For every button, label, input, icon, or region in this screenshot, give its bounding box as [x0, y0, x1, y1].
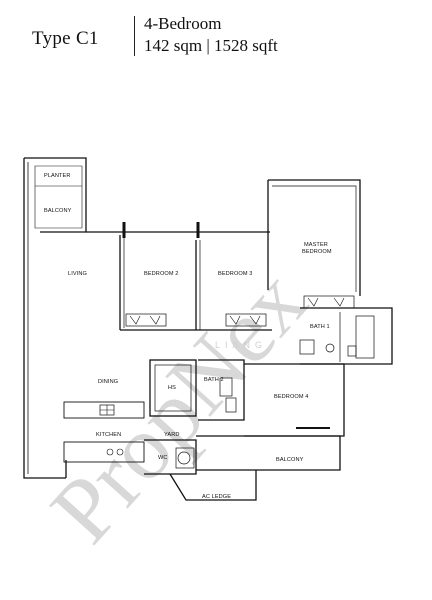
label-yard: YARD [164, 432, 180, 438]
label-planter: PLANTER [44, 173, 71, 179]
label-bath-2: BATH 2 [204, 377, 224, 383]
room-labels: PLANTER BALCONY LIVING BEDROOM 2 BEDROOM… [44, 173, 332, 500]
watermark: PropNex LIANG [31, 250, 326, 561]
label-balcony-top: BALCONY [44, 208, 72, 214]
bedroom-count: 4-Bedroom [144, 14, 222, 33]
label-hs: HS [168, 385, 176, 391]
watermark-main: PropNex [31, 250, 326, 561]
plan-header: Type C1 4-Bedroom 142 sqm | 1528 sqft [30, 12, 410, 62]
unit-type-label: Type C1 [32, 28, 99, 49]
label-bedroom-2: BEDROOM 2 [144, 271, 178, 277]
label-bedroom-4: BEDROOM 4 [274, 394, 308, 400]
label-balcony-bottom: BALCONY [276, 457, 304, 463]
label-bedroom-3: BEDROOM 3 [218, 271, 252, 277]
label-master: MASTER [304, 242, 328, 248]
label-dining: DINING [98, 379, 118, 385]
label-wc: WC [158, 455, 168, 461]
label-living: LIVING [68, 271, 87, 277]
walls [23, 157, 393, 501]
watermark-sub: LIANG [215, 340, 267, 350]
label-kitchen: KITCHEN [96, 432, 121, 438]
label-ac-ledge: AC LEDGE [202, 494, 231, 500]
label-master-bedroom: BEDROOM [302, 249, 332, 255]
label-bath-1: BATH 1 [310, 324, 330, 330]
header-divider [134, 16, 135, 56]
unit-area: 142 sqm | 1528 sqft [144, 36, 278, 55]
